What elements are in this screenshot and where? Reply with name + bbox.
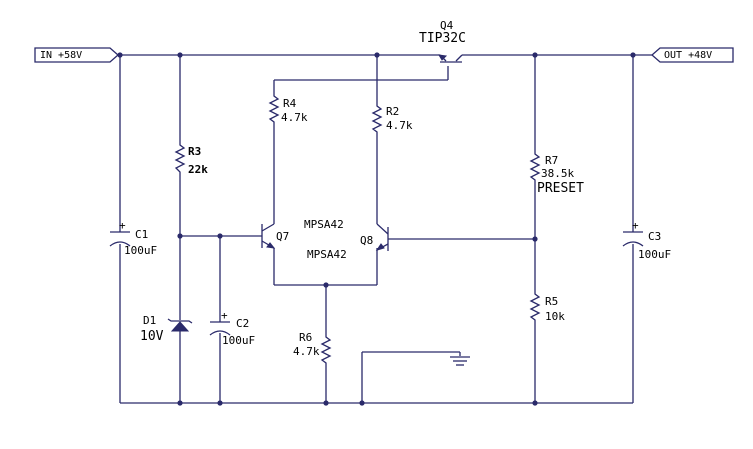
r4-value: 4.7k — [281, 111, 308, 124]
r7-note: PRESET — [537, 181, 584, 196]
c2-value: 100uF — [222, 334, 255, 347]
c3-polarity-mark: + — [632, 219, 639, 232]
output-port: OUT +48V — [651, 47, 734, 63]
r4-ref: R4 — [283, 97, 297, 110]
r3-resistor: R3 22k — [174, 140, 208, 178]
r2-value: 4.7k — [386, 119, 413, 132]
c2-polarity-mark: + — [221, 309, 228, 322]
r5-resistor: R5 10k — [529, 290, 565, 324]
r6-ref: R6 — [299, 331, 312, 344]
c2-capacitor: + C2 100uF — [209, 309, 255, 347]
r2-ref: R2 — [386, 105, 399, 118]
input-port-label: IN +58V — [40, 50, 82, 61]
c3-ref: C3 — [648, 230, 661, 243]
r4-resistor: R4 4.7k — [268, 92, 308, 126]
r7-value: 38.5k — [541, 167, 574, 180]
c1-capacitor: + C1 100uF — [109, 219, 157, 257]
r6-value: 4.7k — [293, 345, 320, 358]
ground-symbol — [450, 356, 470, 366]
wiring — [118, 54, 652, 404]
c1-ref: C1 — [135, 228, 148, 241]
c2-ref: C2 — [236, 317, 249, 330]
r2-resistor: R2 4.7k — [371, 102, 413, 136]
q7-ref: Q7 — [276, 230, 289, 243]
r3-value: 22k — [188, 163, 208, 176]
c1-value: 100uF — [124, 244, 157, 257]
r6-resistor: R6 4.7k — [293, 331, 332, 367]
q4-part: TIP32C — [419, 31, 466, 46]
q7-npn-transistor: Q7 MPSA42 — [261, 218, 344, 249]
q8-part: MPSA42 — [307, 248, 347, 261]
junction-dots — [117, 52, 636, 406]
q7-part: MPSA42 — [304, 218, 344, 231]
d1-ref: D1 — [143, 314, 156, 327]
r7-preset-resistor: R7 38.5k PRESET — [529, 150, 584, 196]
output-port-label: OUT +48V — [664, 50, 712, 61]
r5-value: 10k — [545, 310, 565, 323]
q4-ref: Q4 — [440, 19, 454, 32]
q4-pnp-transistor: Q4 TIP32C — [419, 19, 466, 63]
input-port: IN +58V — [34, 47, 119, 63]
d1-zener-diode: D1 10V — [140, 314, 193, 344]
q8-npn-transistor: Q8 MPSA42 — [307, 223, 389, 261]
q8-ref: Q8 — [360, 234, 373, 247]
c3-value: 100uF — [638, 248, 671, 261]
r5-ref: R5 — [545, 295, 558, 308]
c1-polarity-mark: + — [119, 219, 126, 232]
c3-capacitor: + C3 100uF — [622, 219, 671, 261]
r7-ref: R7 — [545, 154, 558, 167]
d1-value: 10V — [140, 329, 164, 344]
r3-ref: R3 — [188, 145, 201, 158]
